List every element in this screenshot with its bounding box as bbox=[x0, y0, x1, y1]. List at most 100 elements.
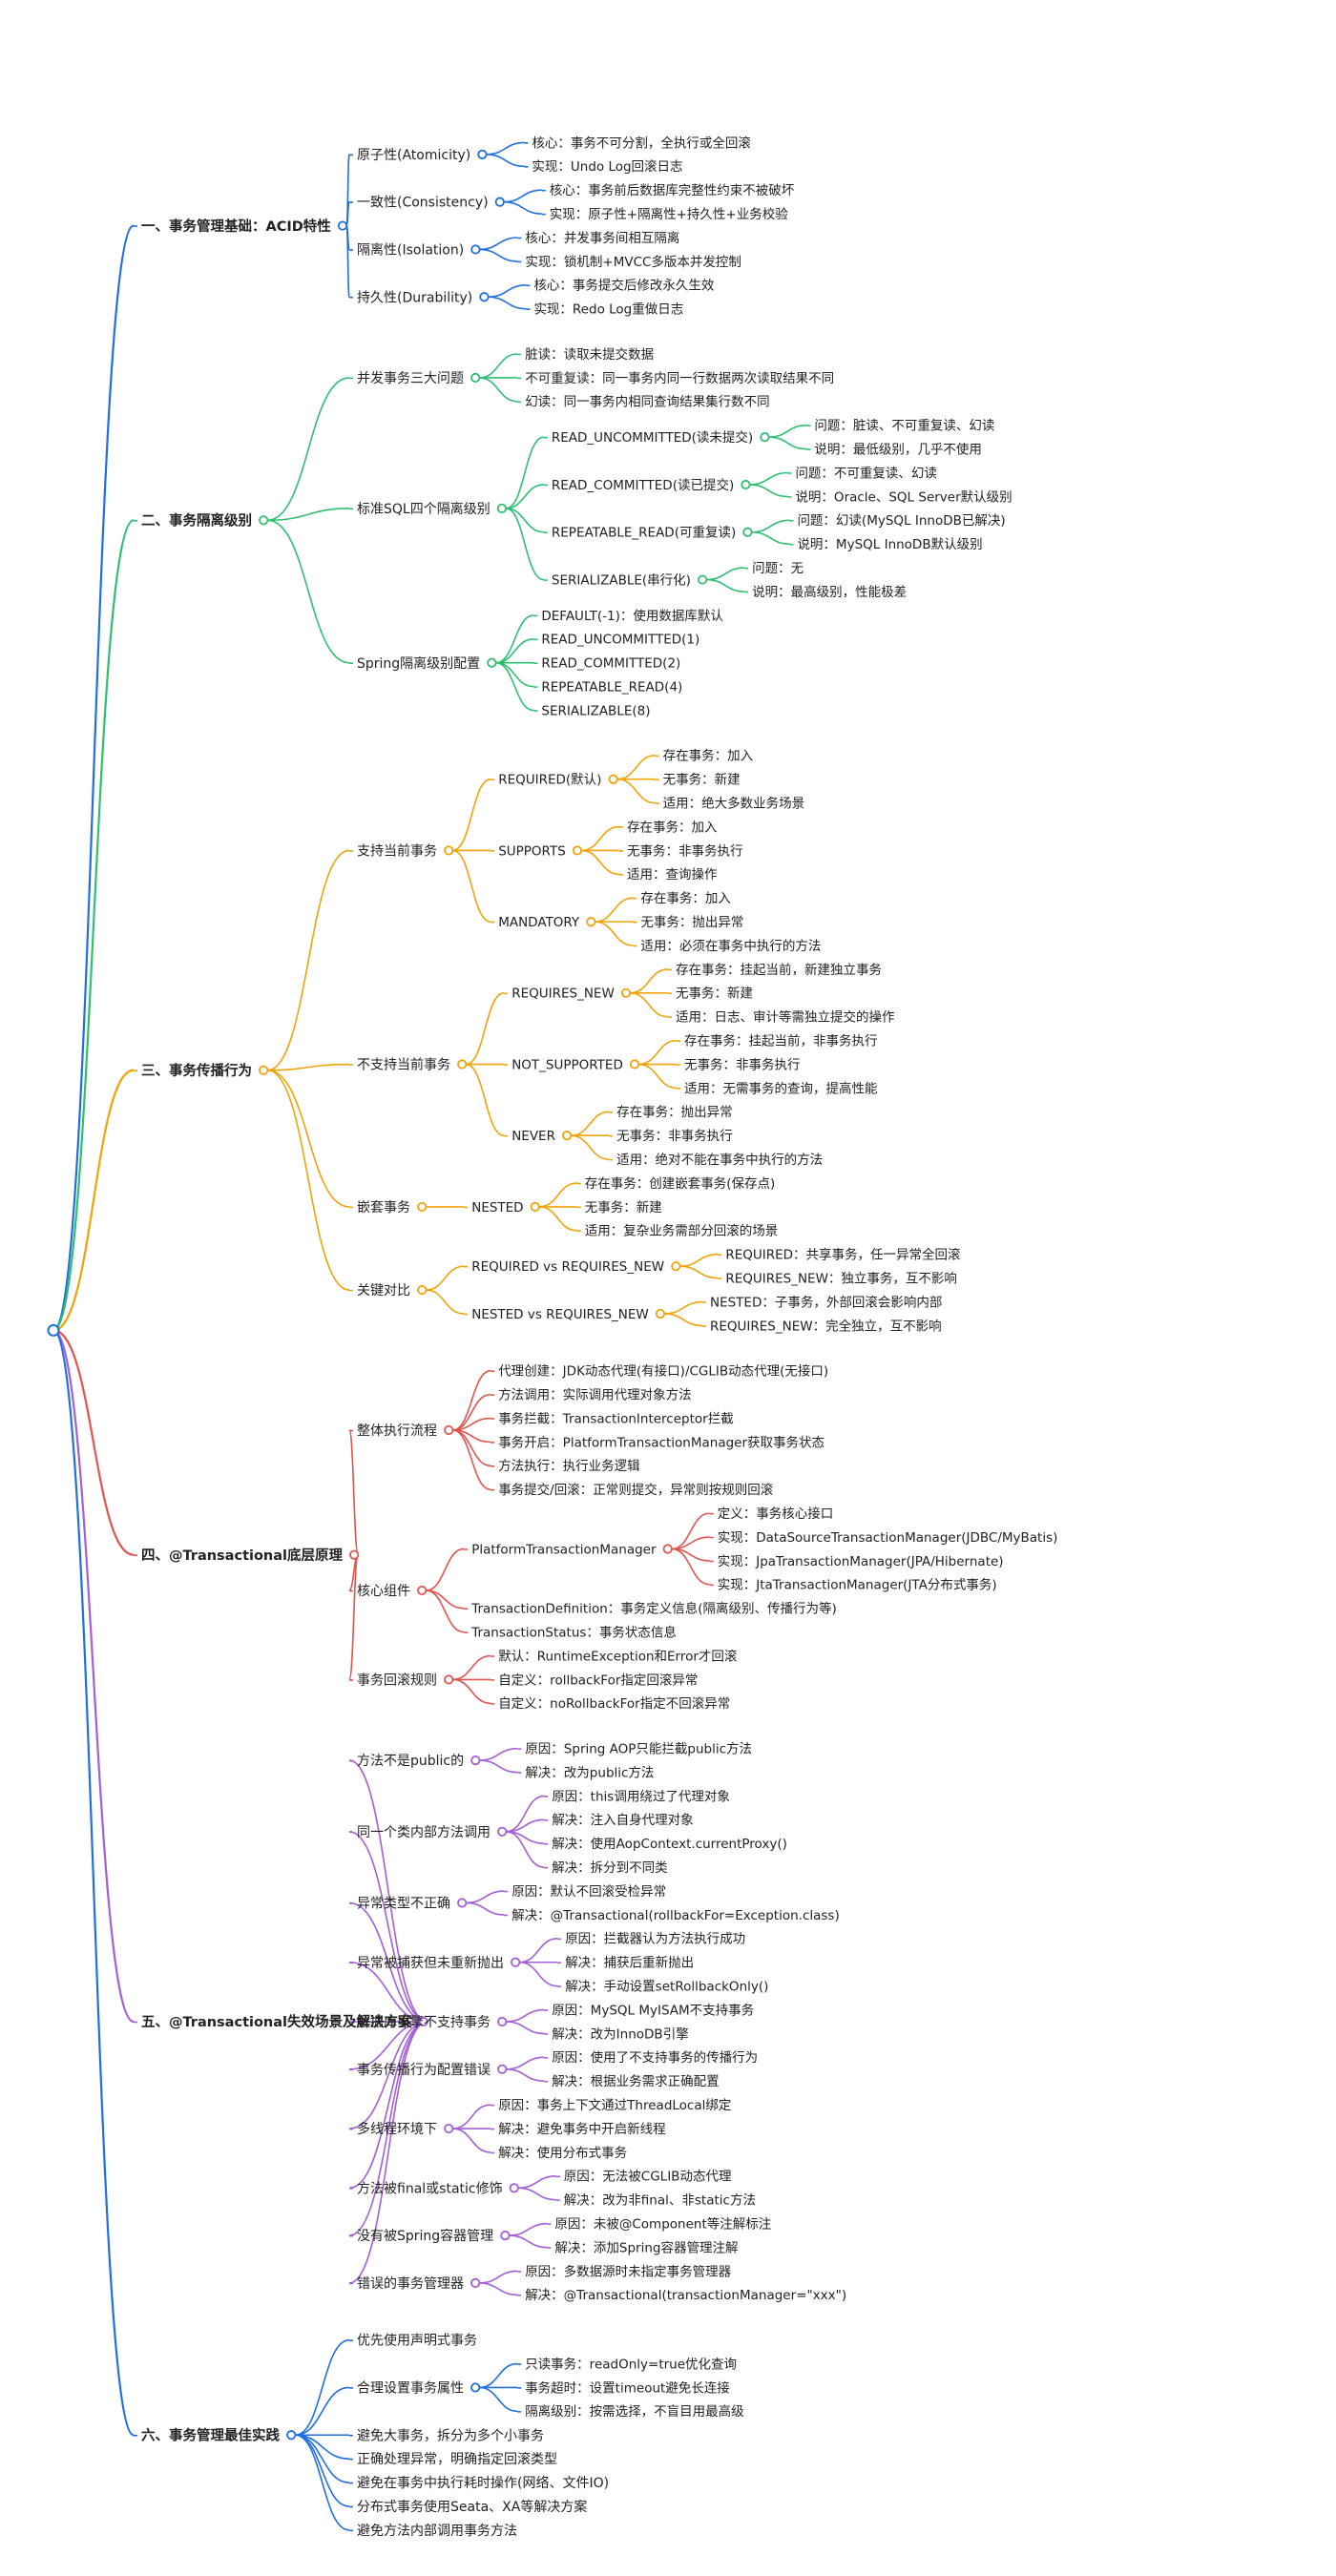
topic-node-label: 无事务：新建 bbox=[585, 1200, 662, 1215]
topic-node-label: 方法被final或static修饰 bbox=[357, 2181, 503, 2196]
expand-toggle-icon[interactable] bbox=[497, 2016, 508, 2027]
topic-node-label: 说明：最高级别，性能极差 bbox=[752, 584, 907, 600]
topic-node-label: 核心组件 bbox=[357, 1584, 410, 1599]
section-node-label: 六、事务管理最佳实践 bbox=[141, 2426, 280, 2443]
expand-toggle-icon[interactable] bbox=[742, 527, 753, 537]
branch-line bbox=[348, 1429, 360, 1556]
branch-line bbox=[706, 567, 745, 581]
expand-toggle-icon[interactable] bbox=[655, 1308, 666, 1319]
branch-line bbox=[630, 968, 669, 994]
branch-line bbox=[506, 2067, 545, 2083]
branch-line bbox=[452, 2128, 491, 2153]
expand-toggle-icon[interactable] bbox=[470, 2382, 481, 2393]
topic-node-label: 适用：查询操作 bbox=[627, 867, 718, 883]
topic-node-label: 自定义：noRollbackFor指定不回滚异常 bbox=[498, 1695, 730, 1712]
topic-node-label: 错误的事务管理器 bbox=[357, 2276, 464, 2292]
topic-node-label: SERIALIZABLE(串行化) bbox=[552, 572, 691, 588]
expand-toggle-icon[interactable] bbox=[470, 372, 481, 384]
topic-node-label: REQUIRED(默认) bbox=[498, 773, 601, 788]
topic-node-label: READ_UNCOMMITTED(1) bbox=[541, 633, 699, 648]
branch-line bbox=[52, 1329, 135, 2437]
topic-node-label: 避免方法内部调用事务方法 bbox=[357, 2524, 517, 2539]
expand-toggle-icon[interactable] bbox=[620, 987, 632, 998]
expand-toggle-icon[interactable] bbox=[444, 1424, 454, 1436]
topic-node-label: 方法不是public的 bbox=[357, 1754, 464, 1769]
expand-toggle-icon[interactable] bbox=[259, 515, 269, 526]
expand-toggle-icon[interactable] bbox=[457, 1059, 468, 1070]
topic-node-label: 适用：绝大多数业务场景 bbox=[663, 795, 805, 811]
branch-line bbox=[479, 353, 518, 379]
expand-toggle-icon[interactable] bbox=[479, 292, 490, 302]
topic-node-label: 解决：改为public方法 bbox=[525, 1765, 654, 1780]
topic-node-label: 避免大事务，拆分为多个小事务 bbox=[357, 2427, 544, 2443]
section-node-label: 五、@Transactional失效场景及解决方案 bbox=[141, 2013, 412, 2030]
topic-node-label: READ_COMMITTED(2) bbox=[541, 656, 680, 672]
expand-toggle-icon[interactable] bbox=[497, 1826, 508, 1837]
expand-toggle-icon[interactable] bbox=[457, 1898, 468, 1908]
expand-toggle-icon[interactable] bbox=[496, 503, 508, 513]
expand-toggle-icon[interactable] bbox=[671, 1261, 681, 1272]
expand-toggle-icon[interactable] bbox=[608, 774, 618, 784]
branch-line bbox=[538, 1182, 577, 1208]
topic-node-label: 原因：使用了不支持事务的传播行为 bbox=[552, 2049, 758, 2066]
expand-toggle-icon[interactable] bbox=[337, 220, 348, 231]
expand-toggle-icon[interactable] bbox=[259, 1065, 269, 1075]
expand-toggle-icon[interactable] bbox=[760, 432, 770, 443]
topic-node-label: 问题：幻读(MySQL InnoDB已解决) bbox=[797, 513, 1005, 529]
branch-line bbox=[295, 2338, 350, 2437]
branch-line bbox=[52, 1069, 135, 1332]
topic-node-label: 方法调用：实际调用代理对象方法 bbox=[498, 1387, 692, 1402]
branch-line bbox=[486, 141, 525, 156]
branch-line bbox=[348, 1830, 428, 2023]
node-layer: 一、事务管理基础：ACID特性原子性(Atomicity)核心：事务不可分割，全… bbox=[47, 135, 1057, 2539]
expand-toggle-icon[interactable] bbox=[286, 2430, 297, 2441]
branch-line bbox=[638, 1063, 678, 1090]
topic-node-label: 存在事务：挂起当前，新建独立事务 bbox=[676, 962, 882, 978]
expand-toggle-icon[interactable] bbox=[500, 2230, 511, 2241]
expand-toggle-icon[interactable] bbox=[741, 479, 751, 490]
expand-toggle-icon[interactable] bbox=[629, 1059, 640, 1070]
expand-toggle-icon[interactable] bbox=[470, 244, 481, 255]
expand-toggle-icon[interactable] bbox=[698, 574, 708, 585]
expand-toggle-icon[interactable] bbox=[572, 845, 583, 856]
branch-line bbox=[479, 237, 518, 251]
branch-line bbox=[348, 1961, 428, 2023]
expand-toggle-icon[interactable] bbox=[444, 1674, 454, 1685]
expand-toggle-icon[interactable] bbox=[444, 2123, 454, 2134]
expand-toggle-icon[interactable] bbox=[477, 149, 488, 159]
expand-toggle-icon[interactable] bbox=[487, 657, 497, 668]
root-node-icon[interactable] bbox=[47, 1323, 60, 1337]
expand-toggle-icon[interactable] bbox=[586, 917, 596, 927]
expand-toggle-icon[interactable] bbox=[562, 1131, 573, 1141]
expand-toggle-icon[interactable] bbox=[470, 2277, 481, 2288]
topic-node-label: 优先使用声明式事务 bbox=[357, 2333, 477, 2349]
topic-node-label: 无事务：新建 bbox=[663, 773, 741, 788]
expand-toggle-icon[interactable] bbox=[530, 1201, 540, 1213]
topic-node-label: 实现：原子性+隔离性+持久性+业务校验 bbox=[550, 206, 788, 222]
topic-node-label: 实现：锁机制+MVCC多版本并发控制 bbox=[525, 254, 741, 270]
topic-node-label: 解决：避免事务中开启新线程 bbox=[498, 2122, 666, 2137]
branch-line bbox=[267, 1069, 350, 1208]
expand-toggle-icon[interactable] bbox=[417, 1201, 428, 1213]
expand-toggle-icon[interactable] bbox=[497, 2064, 508, 2074]
branch-line bbox=[595, 921, 634, 946]
expand-toggle-icon[interactable] bbox=[417, 1585, 428, 1596]
topic-node-label: 解决：根据业务需求正确配置 bbox=[552, 2074, 720, 2089]
topic-node-label: 存在事务：加入 bbox=[627, 820, 718, 835]
expand-toggle-icon[interactable] bbox=[494, 197, 505, 207]
expand-toggle-icon[interactable] bbox=[662, 1544, 673, 1554]
expand-toggle-icon[interactable] bbox=[444, 845, 454, 856]
expand-toggle-icon[interactable] bbox=[349, 1549, 360, 1560]
expand-toggle-icon[interactable] bbox=[511, 1957, 521, 1967]
expand-toggle-icon[interactable] bbox=[509, 2183, 519, 2193]
expand-toggle-icon[interactable] bbox=[417, 1284, 428, 1296]
topic-node-label: 避免在事务中执行耗时操作(网络、文件IO) bbox=[357, 2476, 609, 2491]
expand-toggle-icon[interactable] bbox=[418, 2016, 428, 2027]
expand-toggle-icon[interactable] bbox=[470, 1755, 481, 1766]
branch-line bbox=[630, 992, 669, 1018]
section-node-label: 二、事务隔离级别 bbox=[141, 512, 252, 530]
branch-line bbox=[495, 661, 534, 712]
topic-node-label: 原因：MySQL MyISAM不支持事务 bbox=[552, 2003, 754, 2018]
topic-node-label: NESTED vs REQUIRES_NEW bbox=[471, 1307, 649, 1322]
branch-line bbox=[538, 1206, 577, 1232]
